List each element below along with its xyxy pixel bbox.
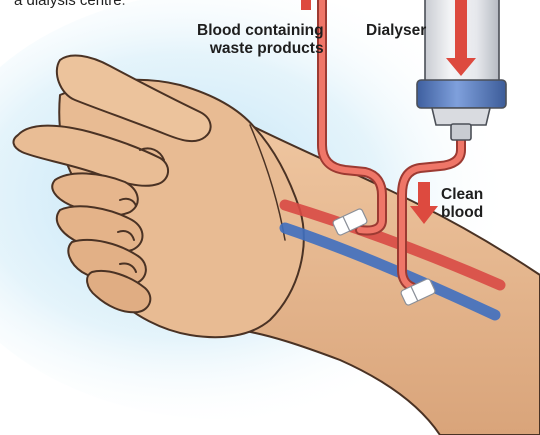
dialyser-cap	[417, 80, 506, 108]
label-blood-waste: Blood containing waste products	[197, 22, 324, 58]
dialyser-outlet	[451, 124, 471, 140]
label-blood-line2: waste products	[197, 40, 324, 58]
label-blood-line1: Blood containing	[197, 22, 324, 40]
label-clean-line2: blood	[441, 204, 483, 222]
dialyser-nozzle	[432, 108, 490, 125]
label-clean-line1: Clean	[441, 186, 483, 204]
arrow-blood-up	[301, 0, 311, 10]
label-clean-blood: Clean blood	[441, 186, 483, 222]
label-dialyser: Dialyser	[366, 22, 426, 40]
